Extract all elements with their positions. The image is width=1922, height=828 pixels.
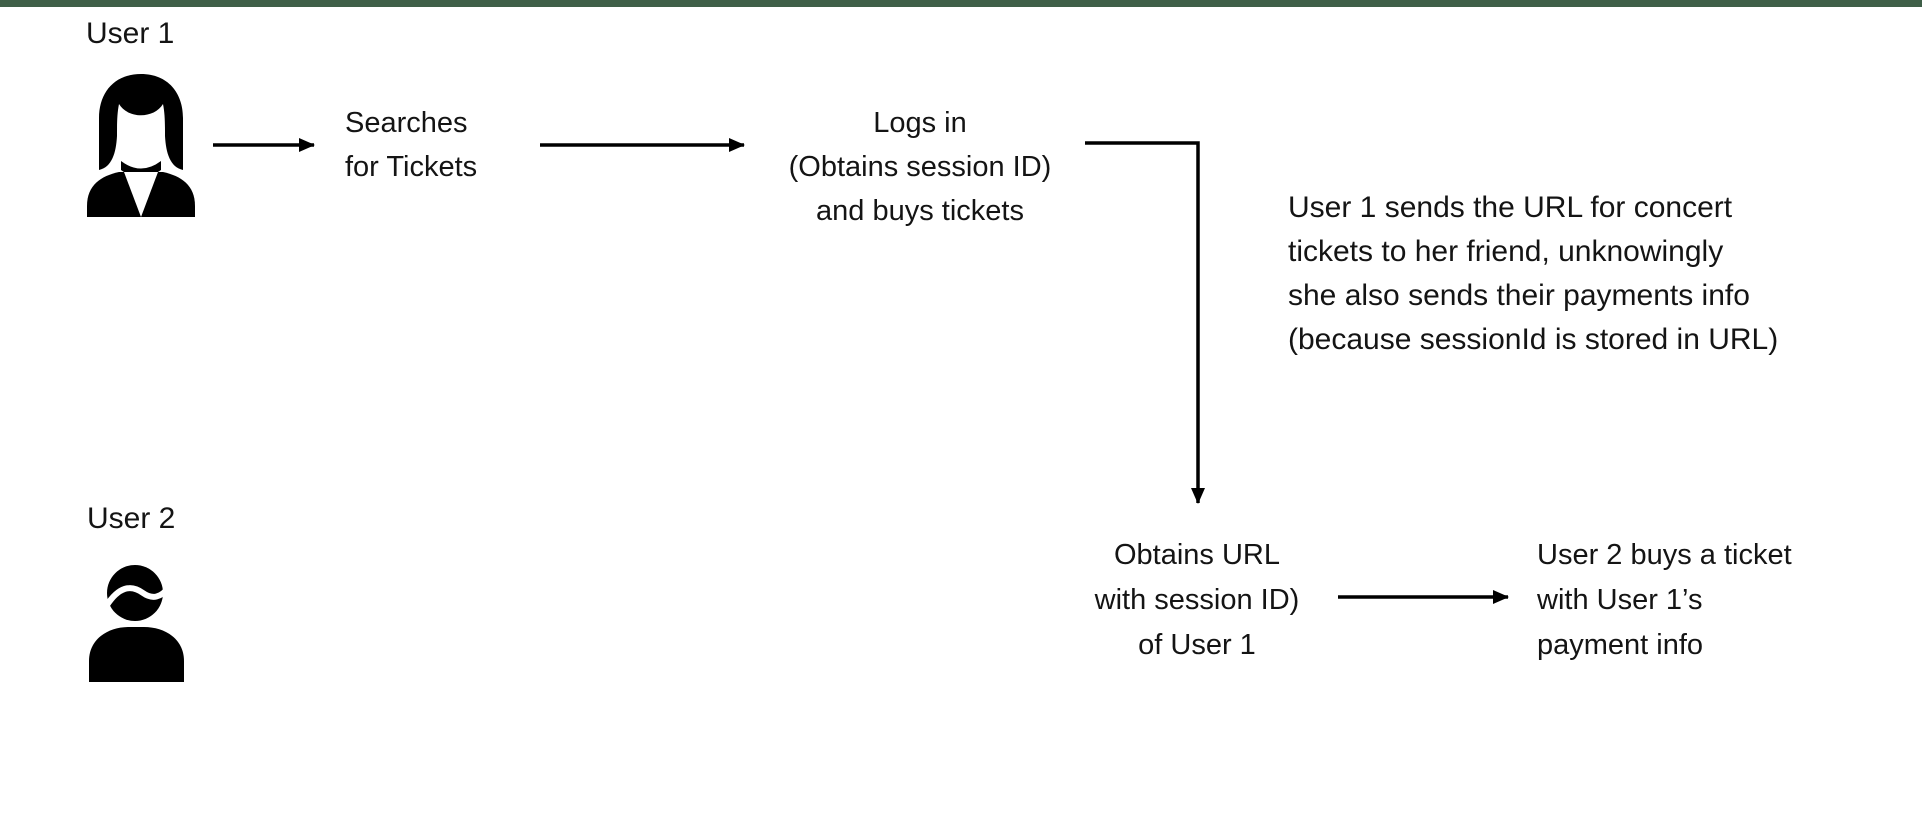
- note-session-id-in-url: User 1 sends the URL for concert tickets…: [1288, 186, 1778, 362]
- text-line: User 1 sends the URL for concert: [1288, 191, 1733, 224]
- top-accent-bar: [0, 0, 1922, 7]
- user1-label: User 1: [86, 17, 175, 50]
- text-line: (Obtains session ID): [788, 151, 1052, 183]
- text-line: User 2 buys a ticket: [1537, 539, 1792, 571]
- female-user-icon: [85, 73, 197, 217]
- user2-label: User 2: [87, 502, 176, 535]
- text-line: and buys tickets: [816, 195, 1024, 227]
- step-user2-buys-ticket: User 2 buys a ticket with User 1’s payme…: [1537, 533, 1792, 668]
- step-obtains-url: Obtains URL with session ID) of User 1: [1040, 533, 1354, 668]
- text-line: of User 1: [1138, 629, 1256, 661]
- text-line: tickets to her friend, unknowingly: [1288, 235, 1724, 268]
- text-line: for Tickets: [345, 151, 478, 183]
- male-user-icon: [84, 563, 189, 682]
- text-line: with session ID): [1094, 584, 1300, 616]
- text-line: Logs in: [873, 107, 967, 139]
- step-searches-for-tickets: Searches for Tickets: [345, 101, 477, 189]
- text-line: payment info: [1537, 629, 1704, 661]
- elbow-arrow-login-to-obtains-url: [1085, 141, 1205, 504]
- text-line: with User 1’s: [1537, 584, 1703, 616]
- text-line: Searches: [345, 107, 468, 139]
- text-line: she also sends their payments info: [1288, 279, 1750, 312]
- text-line: Obtains URL: [1113, 539, 1280, 571]
- text-line: (because sessionId is stored in URL): [1288, 323, 1779, 356]
- step-logs-in: Logs in (Obtains session ID) and buys ti…: [768, 101, 1072, 233]
